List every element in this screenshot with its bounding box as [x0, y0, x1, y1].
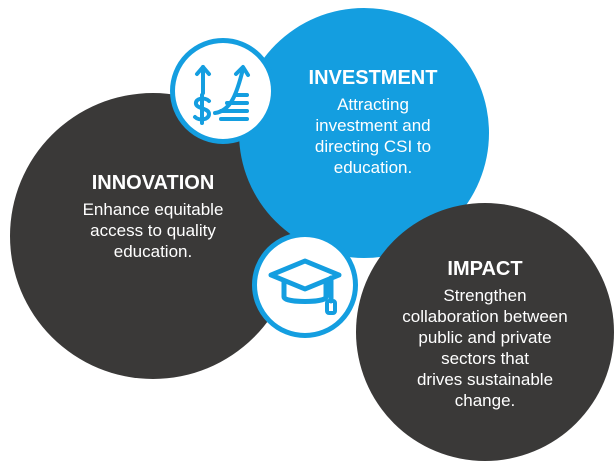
- innovation-text: INNOVATION Enhance equitable access to q…: [40, 170, 266, 262]
- investment-body: Attracting investment and directing CSI …: [314, 95, 432, 177]
- graduation-cap-icon: [268, 258, 342, 315]
- impact-badge: [252, 232, 358, 338]
- investment-title: INVESTMENT: [308, 67, 438, 89]
- impact-body: Strengthen collaboration between public …: [402, 286, 568, 410]
- impact-title: IMPACT: [447, 258, 523, 280]
- innovation-title: INNOVATION: [91, 172, 215, 194]
- impact-text: IMPACT Strengthen collaboration between …: [368, 256, 602, 411]
- innovation-body: Enhance equitable access to quality educ…: [82, 200, 224, 261]
- investment-badge: [170, 38, 276, 144]
- impact-circle: [356, 203, 614, 461]
- investment-text: INVESTMENT Attracting investment and dir…: [280, 65, 466, 178]
- growth-chart-icon: [193, 65, 250, 125]
